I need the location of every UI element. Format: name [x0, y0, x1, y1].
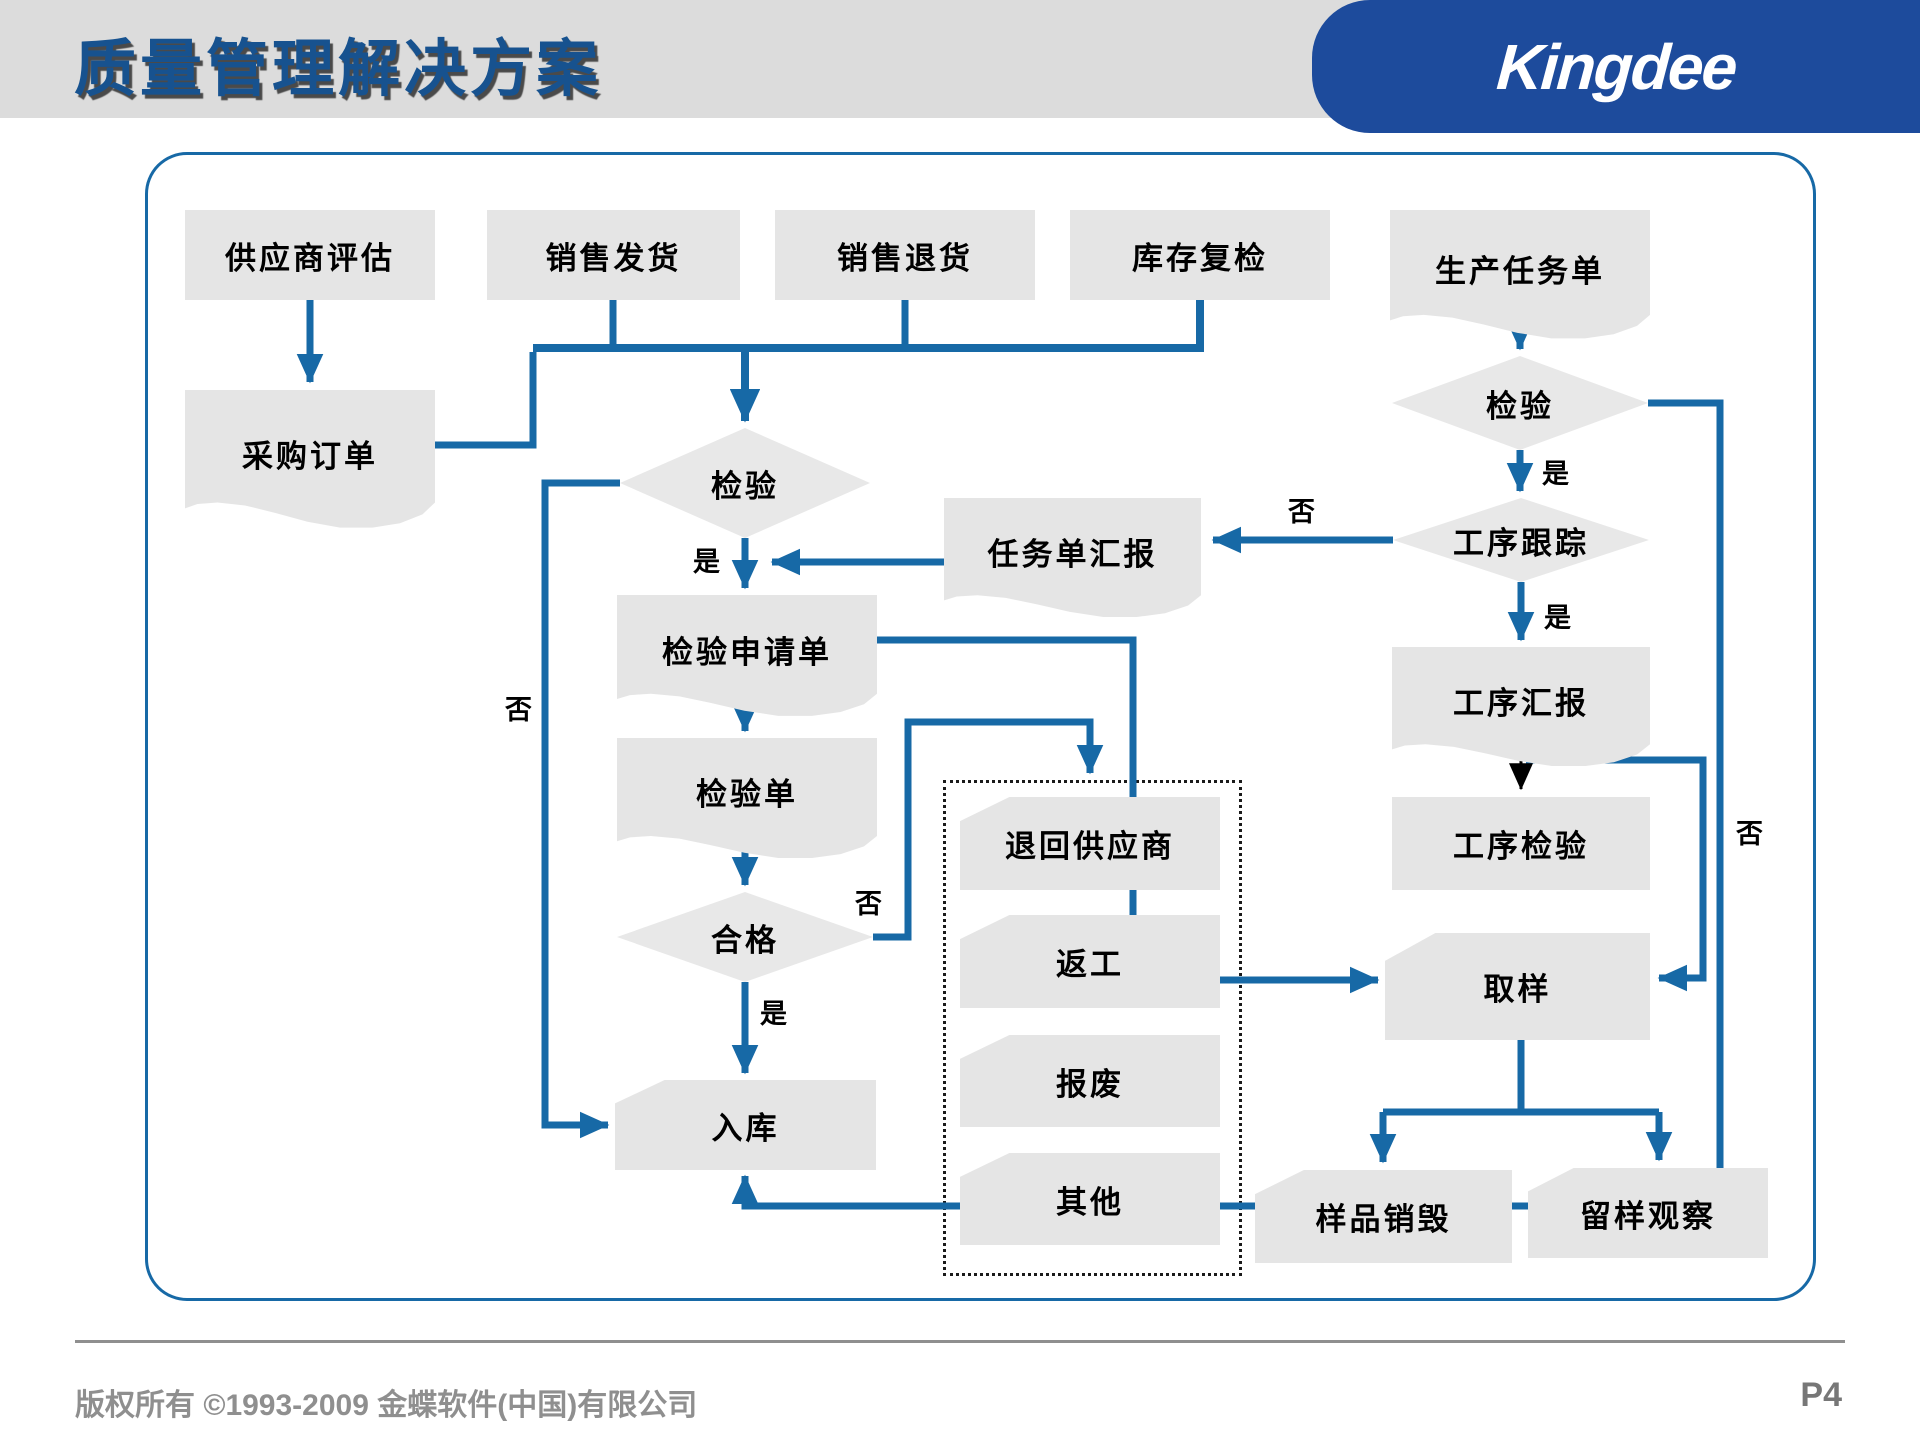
footer-divider	[75, 1340, 1845, 1343]
node-sales-return: 销售退货	[775, 210, 1035, 300]
edge-other-to-instock	[731, 1174, 960, 1210]
label-no-inspect2: 否	[1736, 819, 1763, 850]
footer-copyright: 版权所有 ©1993-2009 金蝶软件(中国)有限公司	[75, 1389, 698, 1422]
node-process-inspection: 工序检验	[1392, 797, 1650, 890]
node-supplier-evaluation: 供应商评估	[185, 210, 435, 300]
label-yes-qualified: 是	[760, 999, 787, 1030]
label-yes-tracking: 是	[1544, 603, 1571, 634]
edge-inspect1-no	[541, 479, 620, 1139]
node-sample-destroy: 样品销毁	[1255, 1170, 1512, 1263]
node-inventory-recheck: 库存复检	[1070, 210, 1330, 300]
page-title: 质量管理解决方案	[74, 32, 603, 105]
edge-inspect2-no	[1648, 399, 1724, 1168]
node-rework: 返工	[960, 915, 1220, 1008]
node-scrap: 报废	[960, 1035, 1220, 1127]
node-sampling: 取样	[1385, 933, 1650, 1040]
label-no-tracking: 否	[1288, 497, 1315, 528]
footer-page-number: P4	[1800, 1376, 1842, 1414]
node-in-stock: 入库	[615, 1080, 876, 1170]
label-yes-inspect2: 是	[1542, 459, 1569, 490]
label-no-inspect1: 否	[505, 695, 532, 726]
kingdee-logo: Kingdee	[1312, 0, 1920, 133]
edge-po-to-bus	[435, 352, 537, 449]
node-task-order-report: 任务单汇报	[944, 498, 1201, 618]
node-return-to-supplier: 退回供应商	[960, 797, 1220, 890]
label-no-qualified: 否	[855, 889, 882, 920]
node-sales-delivery: 销售发货	[487, 210, 740, 300]
node-inspection-application: 检验申请单	[617, 595, 877, 716]
disposition-dotted-group	[943, 780, 1242, 1276]
edge-pass-no	[873, 718, 1104, 941]
node-other: 其他	[960, 1153, 1220, 1245]
edge-bus	[533, 300, 1204, 352]
label-yes-inspect1: 是	[693, 547, 720, 578]
node-sample-observe: 留样观察	[1528, 1168, 1768, 1258]
